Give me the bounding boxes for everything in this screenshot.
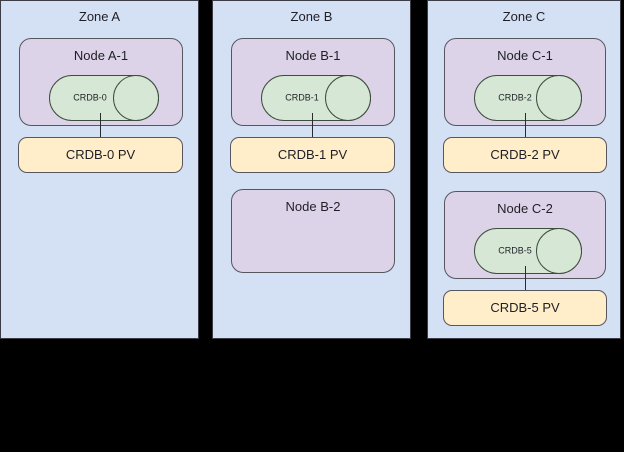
connector-node-c-2-to-crdb-5-pv <box>525 266 526 291</box>
connector-node-b-1-to-crdb-1-pv <box>312 113 313 138</box>
connector-node-c-1-to-crdb-2-pv <box>525 113 526 138</box>
node-a-1-title: Node A-1 <box>73 48 129 63</box>
node-a-1-box[interactable]: Node A-1 CRDB-0 <box>19 38 183 126</box>
crdb-2-pv-box[interactable]: CRDB-2 PV <box>443 137 607 173</box>
crdb-5-pv-box[interactable]: CRDB-5 PV <box>443 290 607 326</box>
zone-a-title: Zone A <box>78 9 121 24</box>
crdb-2-database-cylinder[interactable]: CRDB-2 <box>474 75 582 121</box>
crdb-0-pv-box[interactable]: CRDB-0 PV <box>18 137 183 173</box>
crdb-5-database-cylinder[interactable]: CRDB-5 <box>474 228 582 274</box>
node-b-2-box[interactable]: Node B-2 <box>231 189 395 273</box>
crdb-1-pv-label: CRDB-1 PV <box>277 147 348 162</box>
node-b-1-box[interactable]: Node B-1 CRDB-1 <box>231 38 395 126</box>
node-b-2-title: Node B-2 <box>285 199 341 214</box>
connector-node-a-1-to-crdb-0-pv <box>100 113 101 138</box>
crdb-1-pv-box[interactable]: CRDB-1 PV <box>230 137 395 173</box>
zone-b-container[interactable]: Zone B Node B-1 CRDB-1 CRDB-1 PV Node B-… <box>212 0 411 339</box>
crdb-0-pv-label: CRDB-0 PV <box>65 147 136 162</box>
zone-a-container[interactable]: Zone A Node A-1 CRDB-0 CRDB-0 PV <box>0 0 199 339</box>
zone-b-title: Zone B <box>290 9 333 24</box>
node-c-1-title: Node C-1 <box>497 48 553 63</box>
crdb-1-database-cylinder[interactable]: CRDB-1 <box>261 75 371 121</box>
crdb-2-pv-label: CRDB-2 PV <box>490 147 560 162</box>
zone-c-title: Zone C <box>502 9 546 24</box>
node-b-1-title: Node B-1 <box>285 48 341 63</box>
node-c-2-title: Node C-2 <box>497 201 553 216</box>
zone-c-container[interactable]: Zone C Node C-1 CRDB-2 CRDB-2 PV Node C-… <box>427 0 621 339</box>
crdb-5-pv-label: CRDB-5 PV <box>490 300 560 315</box>
crdb-0-database-cylinder[interactable]: CRDB-0 <box>49 75 159 121</box>
